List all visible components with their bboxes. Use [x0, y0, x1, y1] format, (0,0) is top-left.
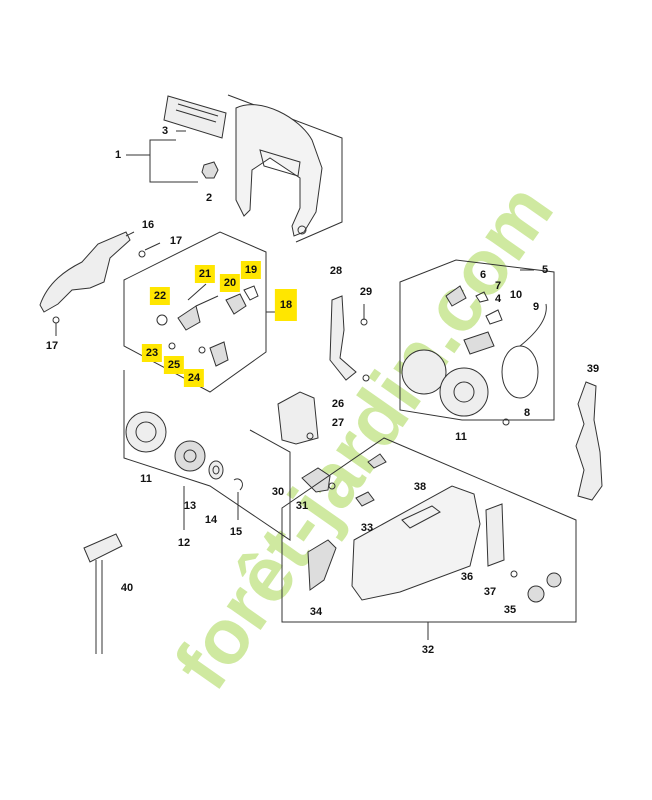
box-32-border [281, 437, 577, 623]
part-label-12[interactable]: 12 [177, 537, 191, 549]
part-label-3[interactable]: 3 [161, 125, 169, 137]
part-label-28[interactable]: 28 [329, 265, 343, 277]
part-label-7[interactable]: 7 [494, 280, 502, 292]
part-11-drum-right [439, 367, 489, 417]
part-label-27[interactable]: 27 [331, 417, 345, 429]
part-label-34[interactable]: 34 [309, 606, 323, 618]
part-label-14[interactable]: 14 [204, 514, 218, 526]
part-36-handle [485, 503, 505, 567]
part-1-lever [235, 104, 323, 237]
part-label-19[interactable]: 19 [240, 261, 262, 279]
part-label-38[interactable]: 38 [413, 481, 427, 493]
part-label-24[interactable]: 24 [183, 369, 205, 387]
part-3-strip [163, 95, 227, 139]
part-label-5[interactable]: 5 [541, 264, 549, 276]
part-30-part [301, 467, 331, 493]
part-label-37[interactable]: 37 [483, 586, 497, 598]
part-label-6[interactable]: 6 [479, 269, 487, 281]
part-label-4[interactable]: 4 [494, 293, 502, 305]
part-9-hose [501, 345, 539, 399]
part-label-2[interactable]: 2 [205, 192, 213, 204]
part-label-29[interactable]: 29 [359, 286, 373, 298]
box-18-border [123, 231, 267, 393]
part-13-clutch [174, 440, 206, 472]
part-2-bolt [201, 161, 219, 179]
box-12-border [123, 370, 291, 541]
part-label-26[interactable]: 26 [331, 398, 345, 410]
part-label-21[interactable]: 21 [194, 265, 216, 283]
part-label-30[interactable]: 30 [271, 486, 285, 498]
part-label-17-bottom[interactable]: 17 [45, 340, 59, 352]
part-11-drum-left [125, 411, 167, 453]
part-32-cover [351, 485, 481, 601]
part-label-8[interactable]: 8 [523, 407, 531, 419]
part-34-tensioner [307, 539, 337, 591]
part-label-18[interactable]: 18 [274, 289, 298, 321]
part-label-10[interactable]: 10 [509, 289, 523, 301]
part-label-22[interactable]: 22 [149, 287, 171, 305]
part-label-35[interactable]: 35 [503, 604, 517, 616]
part-label-16[interactable]: 16 [141, 219, 155, 231]
part-label-13[interactable]: 13 [183, 500, 197, 512]
part-label-36[interactable]: 36 [460, 571, 474, 583]
part-label-20[interactable]: 20 [219, 274, 241, 292]
part-label-33[interactable]: 33 [360, 522, 374, 534]
part-26-plate [277, 391, 319, 445]
part-label-11-right[interactable]: 11 [455, 431, 467, 443]
part-40-tool [83, 533, 123, 563]
part-label-15[interactable]: 15 [229, 526, 243, 538]
part-28-plate [329, 295, 357, 381]
part-label-9[interactable]: 9 [532, 301, 540, 313]
part-label-11-left[interactable]: 11 [140, 473, 152, 485]
part-label-40[interactable]: 40 [120, 582, 134, 594]
part-39-plate [575, 381, 603, 501]
part-label-17-top[interactable]: 17 [169, 235, 183, 247]
part-label-1[interactable]: 1 [114, 149, 122, 161]
part-16-guard [39, 231, 131, 313]
part-label-31[interactable]: 31 [295, 500, 309, 512]
part-label-39[interactable]: 39 [586, 363, 600, 375]
part-label-25[interactable]: 25 [163, 356, 185, 374]
part-label-23[interactable]: 23 [141, 344, 163, 362]
part-label-32[interactable]: 32 [421, 644, 435, 656]
box-5-border [399, 259, 555, 421]
